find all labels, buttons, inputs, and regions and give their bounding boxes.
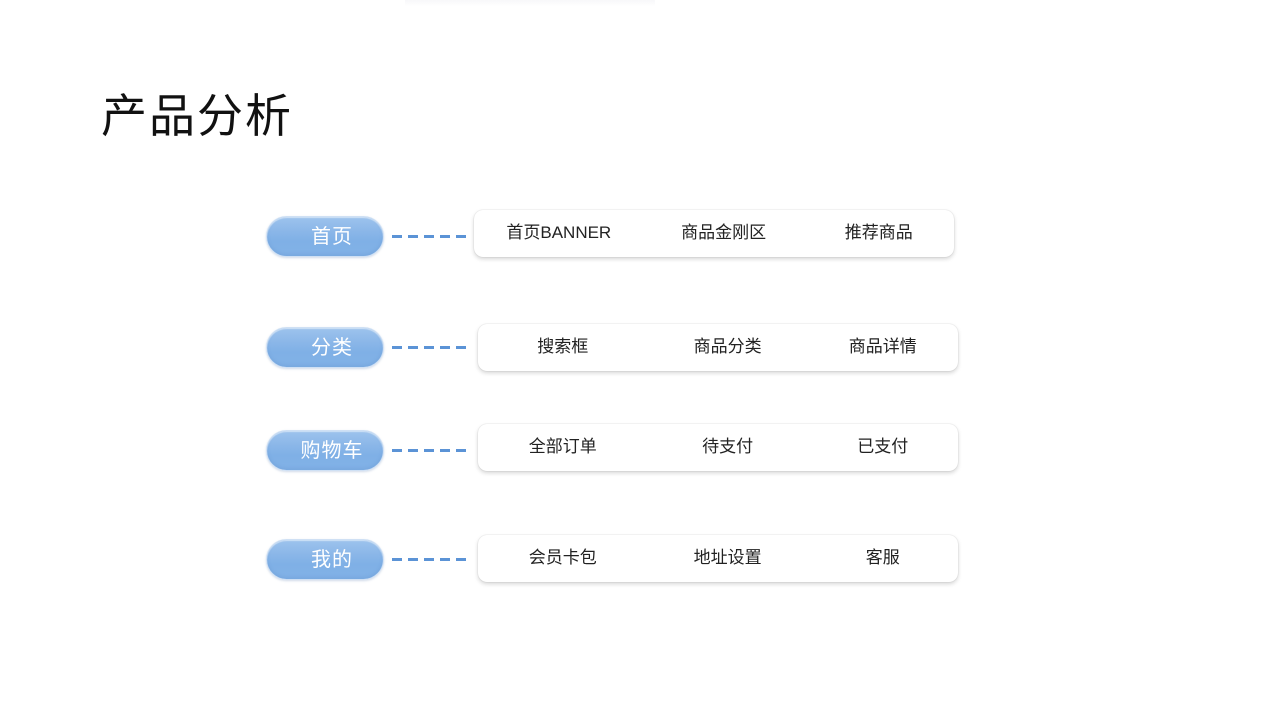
feature-item[interactable]: 地址设置 (693, 548, 762, 567)
feature-item[interactable]: 全部订单 (528, 437, 597, 456)
feature-card-category[interactable]: 搜索框 商品分类 商品详情 (478, 324, 958, 371)
feature-item[interactable]: 会员卡包 (528, 548, 597, 567)
nav-pill-label: 首页 (311, 225, 353, 248)
nav-pill-cart[interactable]: 购物车 (266, 430, 384, 471)
nav-pill-label: 我的 (311, 548, 353, 571)
diagram-row: 我的 会员卡包 地址设置 客服 (0, 531, 1280, 601)
feature-item[interactable]: 首页BANNER (506, 223, 612, 242)
nav-pill-mine[interactable]: 我的 (266, 539, 384, 580)
diagram-row: 首页 首页BANNER 商品金刚区 推荐商品 (0, 206, 1280, 276)
nav-pill-label: 购物车 (300, 439, 364, 462)
page-title: 产品分析 (101, 90, 293, 142)
feature-item[interactable]: 客服 (865, 548, 900, 567)
feature-item[interactable]: 已支付 (857, 437, 909, 456)
feature-item[interactable]: 搜索框 (537, 337, 589, 356)
nav-pill-label: 分类 (311, 336, 353, 359)
dashed-connector-icon (392, 346, 468, 349)
feature-card-mine[interactable]: 会员卡包 地址设置 客服 (478, 535, 958, 582)
feature-item[interactable]: 待支付 (702, 437, 754, 456)
top-edge-artifact (405, 0, 655, 6)
dashed-connector-icon (392, 558, 468, 561)
feature-item[interactable]: 商品分类 (693, 337, 762, 356)
dashed-connector-icon (392, 235, 468, 238)
feature-card-home[interactable]: 首页BANNER 商品金刚区 推荐商品 (474, 210, 954, 257)
diagram-row: 分类 搜索框 商品分类 商品详情 (0, 318, 1280, 388)
dashed-connector-icon (392, 449, 468, 452)
nav-pill-home[interactable]: 首页 (266, 216, 384, 257)
feature-item[interactable]: 推荐商品 (844, 223, 913, 242)
diagram-row: 购物车 全部订单 待支付 已支付 (0, 420, 1280, 490)
nav-pill-category[interactable]: 分类 (266, 327, 384, 368)
feature-card-cart[interactable]: 全部订单 待支付 已支付 (478, 424, 958, 471)
feature-item[interactable]: 商品金刚区 (681, 223, 767, 242)
feature-item[interactable]: 商品详情 (848, 337, 917, 356)
